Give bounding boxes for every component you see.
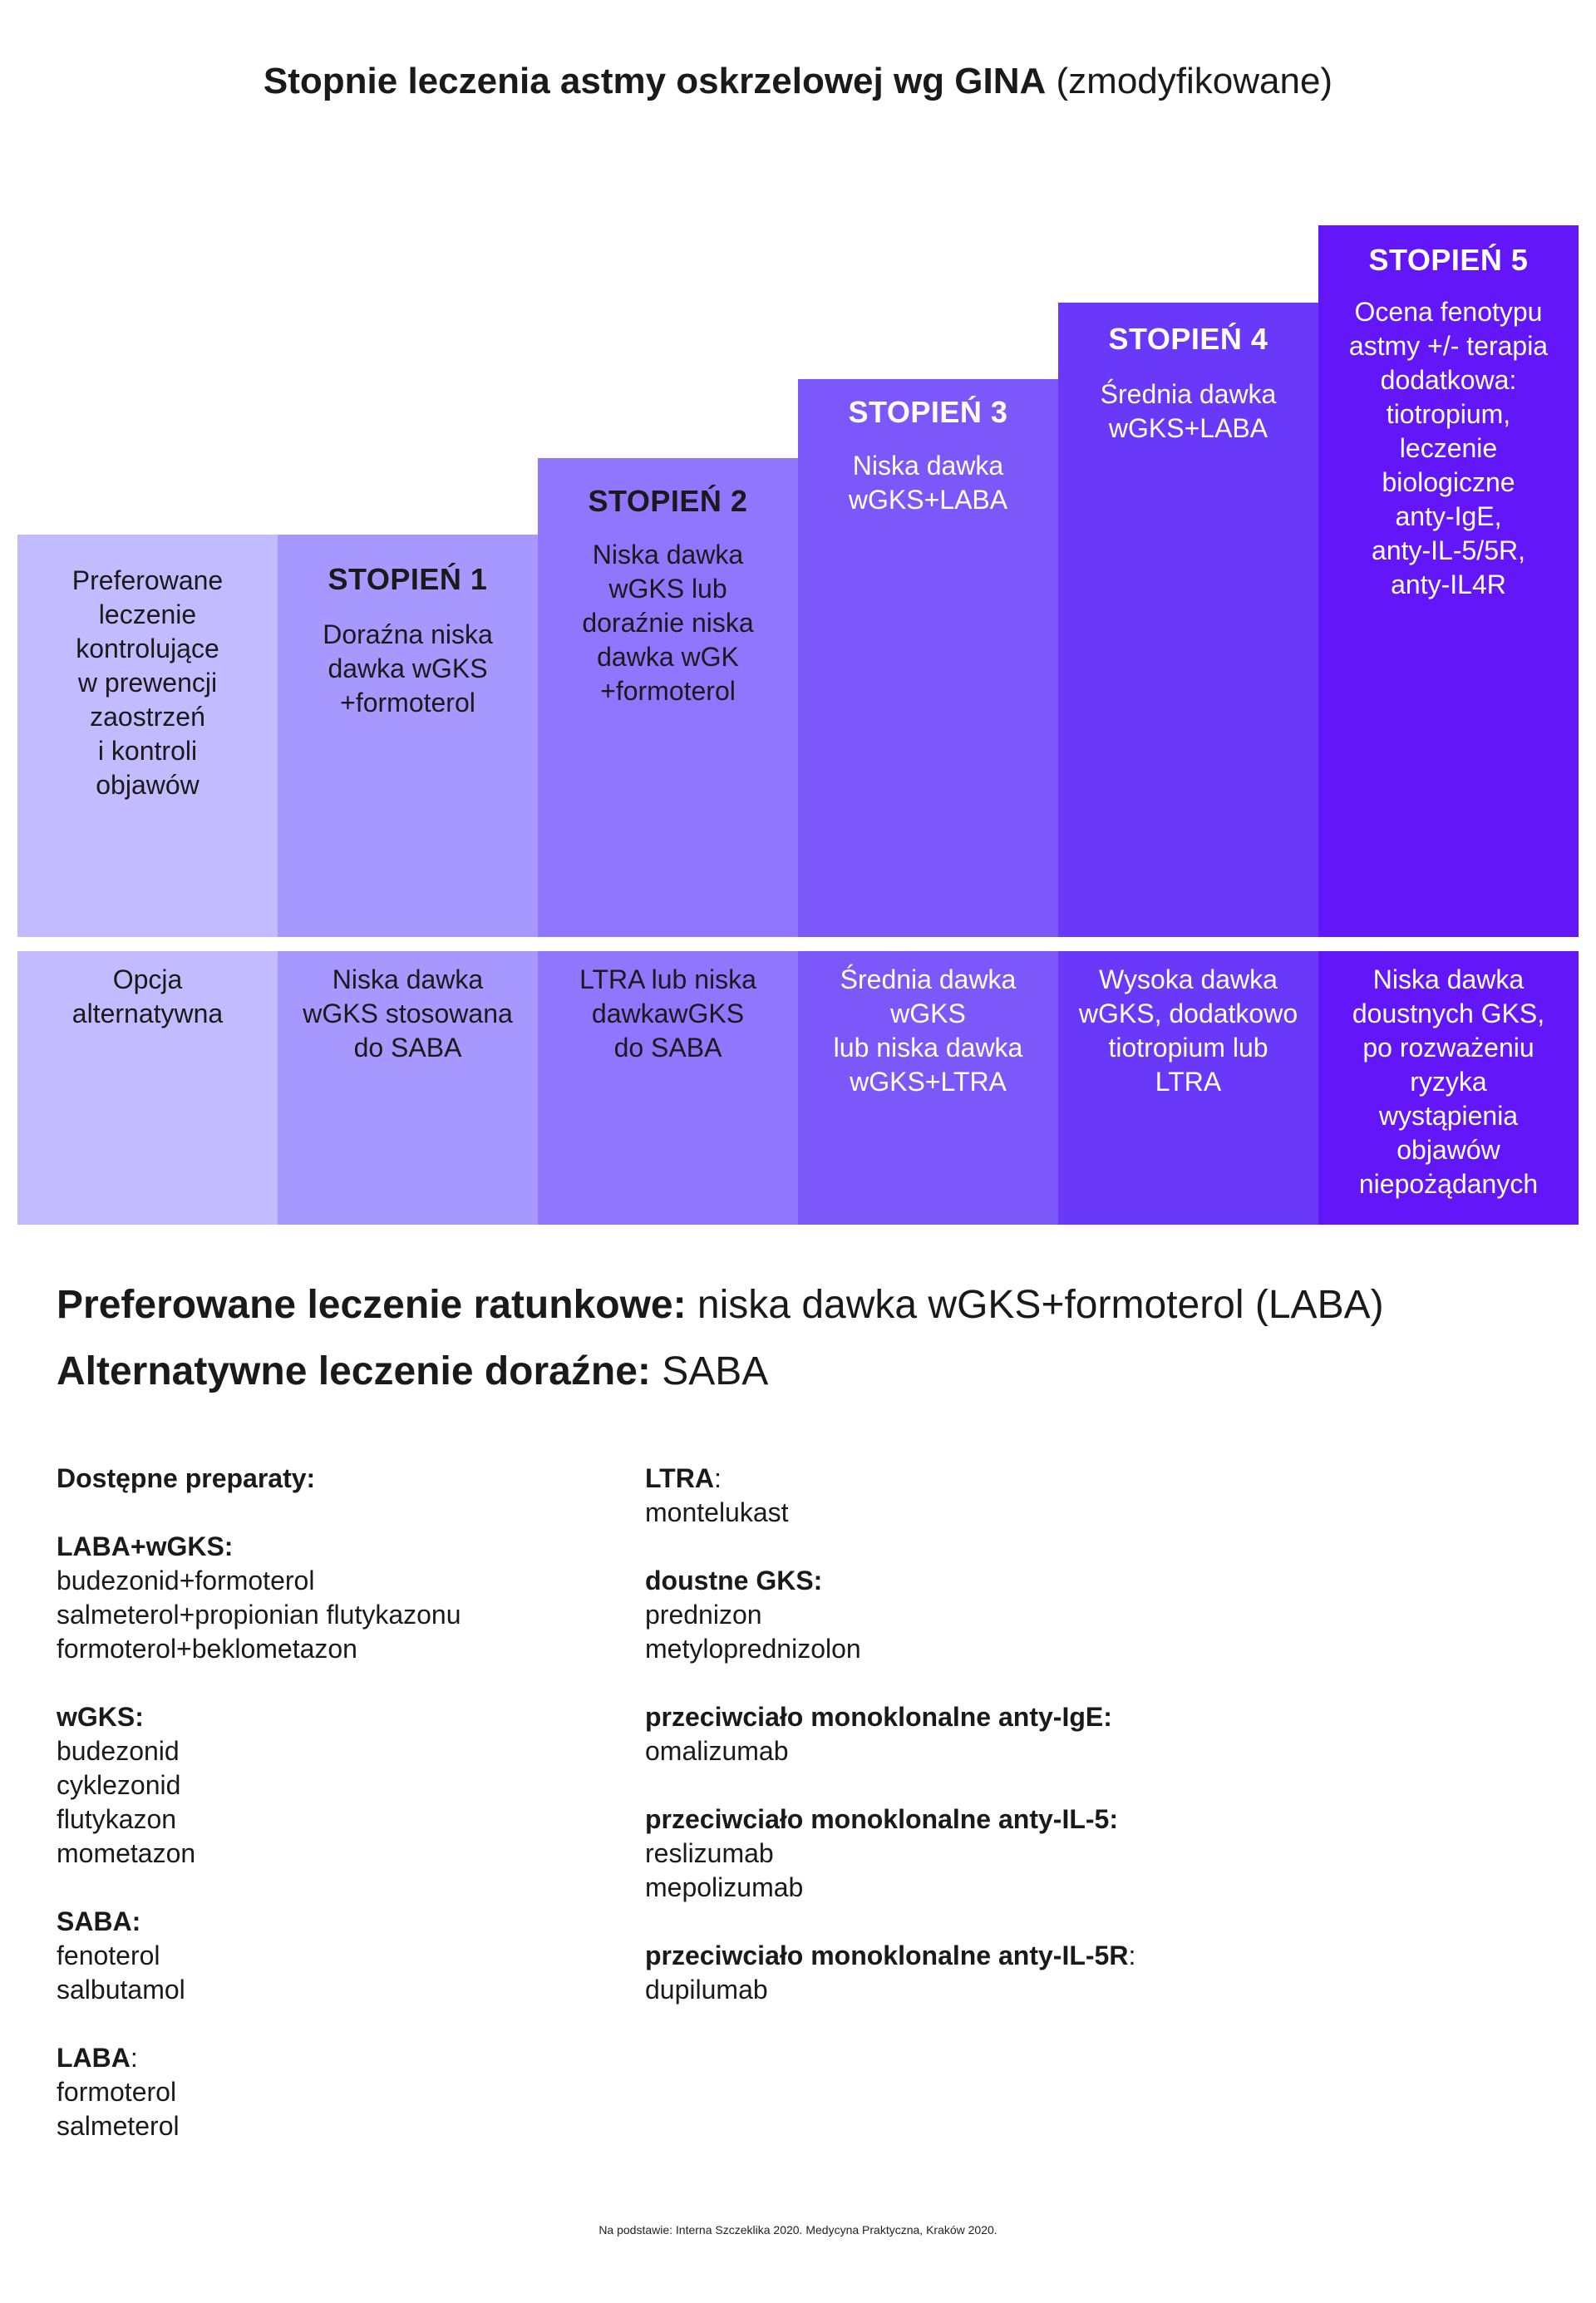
- group-heading-colon: :: [813, 1566, 823, 1595]
- alt-0-cell: Opcja alternatywna: [17, 951, 278, 1225]
- list-item: flutykazon: [57, 1804, 177, 1834]
- step-1-title: STOPIEŃ 1: [328, 562, 488, 596]
- group-heading: LABA:: [57, 2041, 461, 2075]
- step-2-title: STOPIEŃ 2: [588, 484, 748, 518]
- prep-group-ltra: LTRA: montelukast: [645, 1462, 1135, 1530]
- alt-4-text: Wysoka dawka wGKS, dodatkowo tiotropium …: [1078, 964, 1298, 1097]
- alt-3-cell: Średnia dawka wGKS lub niska dawka wGKS+…: [798, 951, 1058, 1225]
- list-item: mepolizumab: [645, 1872, 804, 1902]
- step-1-column: STOPIEŃ 1 Doraźna niska dawka wGKS +form…: [278, 535, 538, 937]
- step-1-desc: Doraźna niska dawka wGKS +formoterol: [323, 619, 493, 718]
- reliever-value: SABA: [650, 1349, 769, 1393]
- group-heading: LTRA:: [645, 1462, 1135, 1496]
- group-heading-text: przeciwciało monoklonalne anty-IgE: [645, 1702, 1104, 1732]
- alt-2-cell: LTRA lub niska dawkawGKS do SABA: [538, 951, 798, 1225]
- page-title: Stopnie leczenia astmy oskrzelowej wg GI…: [0, 57, 1596, 106]
- list-item: dupilumab: [645, 1975, 768, 2005]
- step-2-desc: Niska dawka wGKS lub doraźnie niska dawk…: [582, 540, 754, 706]
- alt-5-text: Niska dawka doustnych GKS, po rozważeniu…: [1352, 964, 1545, 1199]
- alt-1-text: Niska dawka wGKS stosowana do SABA: [303, 964, 513, 1063]
- group-heading: doustne GKS:: [645, 1564, 1135, 1598]
- title-main: Stopnie leczenia astmy oskrzelowej wg GI…: [263, 61, 1047, 101]
- list-item: metyloprednizolon: [645, 1634, 861, 1664]
- step-5-column: STOPIEŃ 5 Ocena fenotypu astmy +/- terap…: [1318, 225, 1579, 937]
- list-item: cyklezonid: [57, 1770, 181, 1800]
- list-item: salmeterol+propionian flutykazonu: [57, 1600, 461, 1630]
- list-item: prednizon: [645, 1600, 762, 1630]
- group-heading-text: LTRA: [645, 1463, 714, 1493]
- group-heading-text: LABA+wGKS: [57, 1531, 224, 1561]
- prep-group-anti-il5r: przeciwciało monoklonalne anty-IL-5R: du…: [645, 1939, 1135, 2007]
- prep-group-laba-wgks: LABA+wGKS: budezonid+formoterol salmeter…: [57, 1530, 461, 1666]
- step-2-column: STOPIEŃ 2 Niska dawka wGKS lub doraźnie …: [538, 458, 798, 937]
- group-heading-colon: :: [131, 1906, 141, 1936]
- list-item: budezonid: [57, 1736, 180, 1766]
- alt-0-text: Opcja alternatywna: [71, 964, 224, 1028]
- group-heading-text: przeciwciało monoklonalne anty-IL-5: [645, 1804, 1110, 1834]
- group-heading: przeciwciało monoklonalne anty-IL-5R:: [645, 1939, 1135, 1973]
- step-0-desc: Preferowane leczenie kontrolujące w prew…: [71, 565, 224, 800]
- preparations-left: Dostępne preparaty: LABA+wGKS: budezonid…: [57, 1462, 461, 2177]
- alt-1-cell: Niska dawka wGKS stosowana do SABA: [278, 951, 538, 1225]
- alt-5-cell: Niska dawka doustnych GKS, po rozważeniu…: [1318, 951, 1579, 1225]
- rescue-line: Preferowane leczenie ratunkowe: niska da…: [57, 1279, 1384, 1332]
- list-item: fenoterol: [57, 1941, 160, 1970]
- step-3-title: STOPIEŃ 3: [848, 395, 1008, 429]
- step-3-column: STOPIEŃ 3 Niska dawka wGKS+LABA: [798, 379, 1058, 937]
- list-item: montelukast: [645, 1497, 789, 1527]
- group-heading-text: SABA: [57, 1906, 132, 1936]
- prep-group-anti-il5: przeciwciało monoklonalne anty-IL-5: res…: [645, 1802, 1135, 1905]
- group-heading-colon: :: [224, 1531, 234, 1561]
- group-heading-colon: :: [135, 1702, 144, 1732]
- prep-group-saba: SABA: fenoterol salbutamol: [57, 1905, 461, 2007]
- group-heading-text: LABA: [57, 2043, 131, 2073]
- step-0-column: Preferowane leczenie kontrolujące w prew…: [17, 535, 278, 937]
- group-heading: przeciwciało monoklonalne anty-IgE:: [645, 1700, 1135, 1734]
- preparations-right: LTRA: montelukast doustne GKS: prednizon…: [645, 1462, 1135, 2041]
- group-heading: wGKS:: [57, 1700, 461, 1734]
- group-heading-text: wGKS: [57, 1702, 135, 1732]
- title-suffix: (zmodyfikowane): [1046, 61, 1333, 101]
- group-heading-colon: :: [1103, 1702, 1112, 1732]
- list-item: omalizumab: [645, 1736, 789, 1766]
- group-heading-text: przeciwciało monoklonalne anty-IL-5R: [645, 1941, 1129, 1970]
- list-item: formoterol: [57, 2077, 177, 2107]
- alt-2-text: LTRA lub niska dawkawGKS do SABA: [579, 964, 756, 1063]
- alt-3-text: Średnia dawka wGKS lub niska dawka wGKS+…: [833, 964, 1023, 1097]
- group-heading: SABA:: [57, 1905, 461, 1939]
- step-4-title: STOPIEŃ 4: [1108, 322, 1268, 356]
- rescue-value: niska dawka wGKS+formoterol (LABA): [686, 1283, 1384, 1327]
- step-3-desc: Niska dawka wGKS+LABA: [848, 451, 1008, 515]
- list-item: reslizumab: [645, 1838, 774, 1868]
- step-4-column: STOPIEŃ 4 Średnia dawka wGKS+LABA: [1058, 303, 1318, 937]
- group-heading: przeciwciało monoklonalne anty-IL-5:: [645, 1802, 1135, 1837]
- prep-group-anti-ige: przeciwciało monoklonalne anty-IgE: omal…: [645, 1700, 1135, 1768]
- step-4-desc: Średnia dawka wGKS+LABA: [1100, 379, 1277, 443]
- reliever-label: Alternatywne leczenie doraźne:: [57, 1349, 651, 1393]
- group-heading-colon: :: [130, 2043, 138, 2073]
- step-5-title: STOPIEŃ 5: [1368, 243, 1529, 277]
- group-heading-colon: :: [713, 1463, 722, 1493]
- alt-4-cell: Wysoka dawka wGKS, dodatkowo tiotropium …: [1058, 951, 1318, 1225]
- step-5-desc: Ocena fenotypu astmy +/- terapia dodatko…: [1348, 297, 1549, 599]
- list-item: mometazon: [57, 1838, 196, 1868]
- preparations-heading: Dostępne preparaty:: [57, 1463, 316, 1493]
- source-footnote: Na podstawie: Interna Szczeklika 2020. M…: [598, 2223, 998, 2236]
- rescue-label: Preferowane leczenie ratunkowe:: [57, 1283, 687, 1327]
- list-item: budezonid+formoterol: [57, 1566, 315, 1595]
- group-heading-colon: :: [1128, 1941, 1136, 1970]
- list-item: formoterol+beklometazon: [57, 1634, 357, 1664]
- list-item: salbutamol: [57, 1975, 185, 2005]
- prep-group-oral-gks: doustne GKS: prednizon metyloprednizolon: [645, 1564, 1135, 1666]
- reliever-line: Alternatywne leczenie doraźne: SABA: [57, 1345, 768, 1398]
- group-heading: LABA+wGKS:: [57, 1530, 461, 1564]
- prep-group-wgks: wGKS: budezonid cyklezonid flutykazon mo…: [57, 1700, 461, 1871]
- list-item: salmeterol: [57, 2111, 180, 2141]
- group-heading-text: doustne GKS: [645, 1566, 814, 1595]
- prep-group-laba: LABA: formoterol salmeterol: [57, 2041, 461, 2143]
- group-heading-colon: :: [1109, 1804, 1118, 1834]
